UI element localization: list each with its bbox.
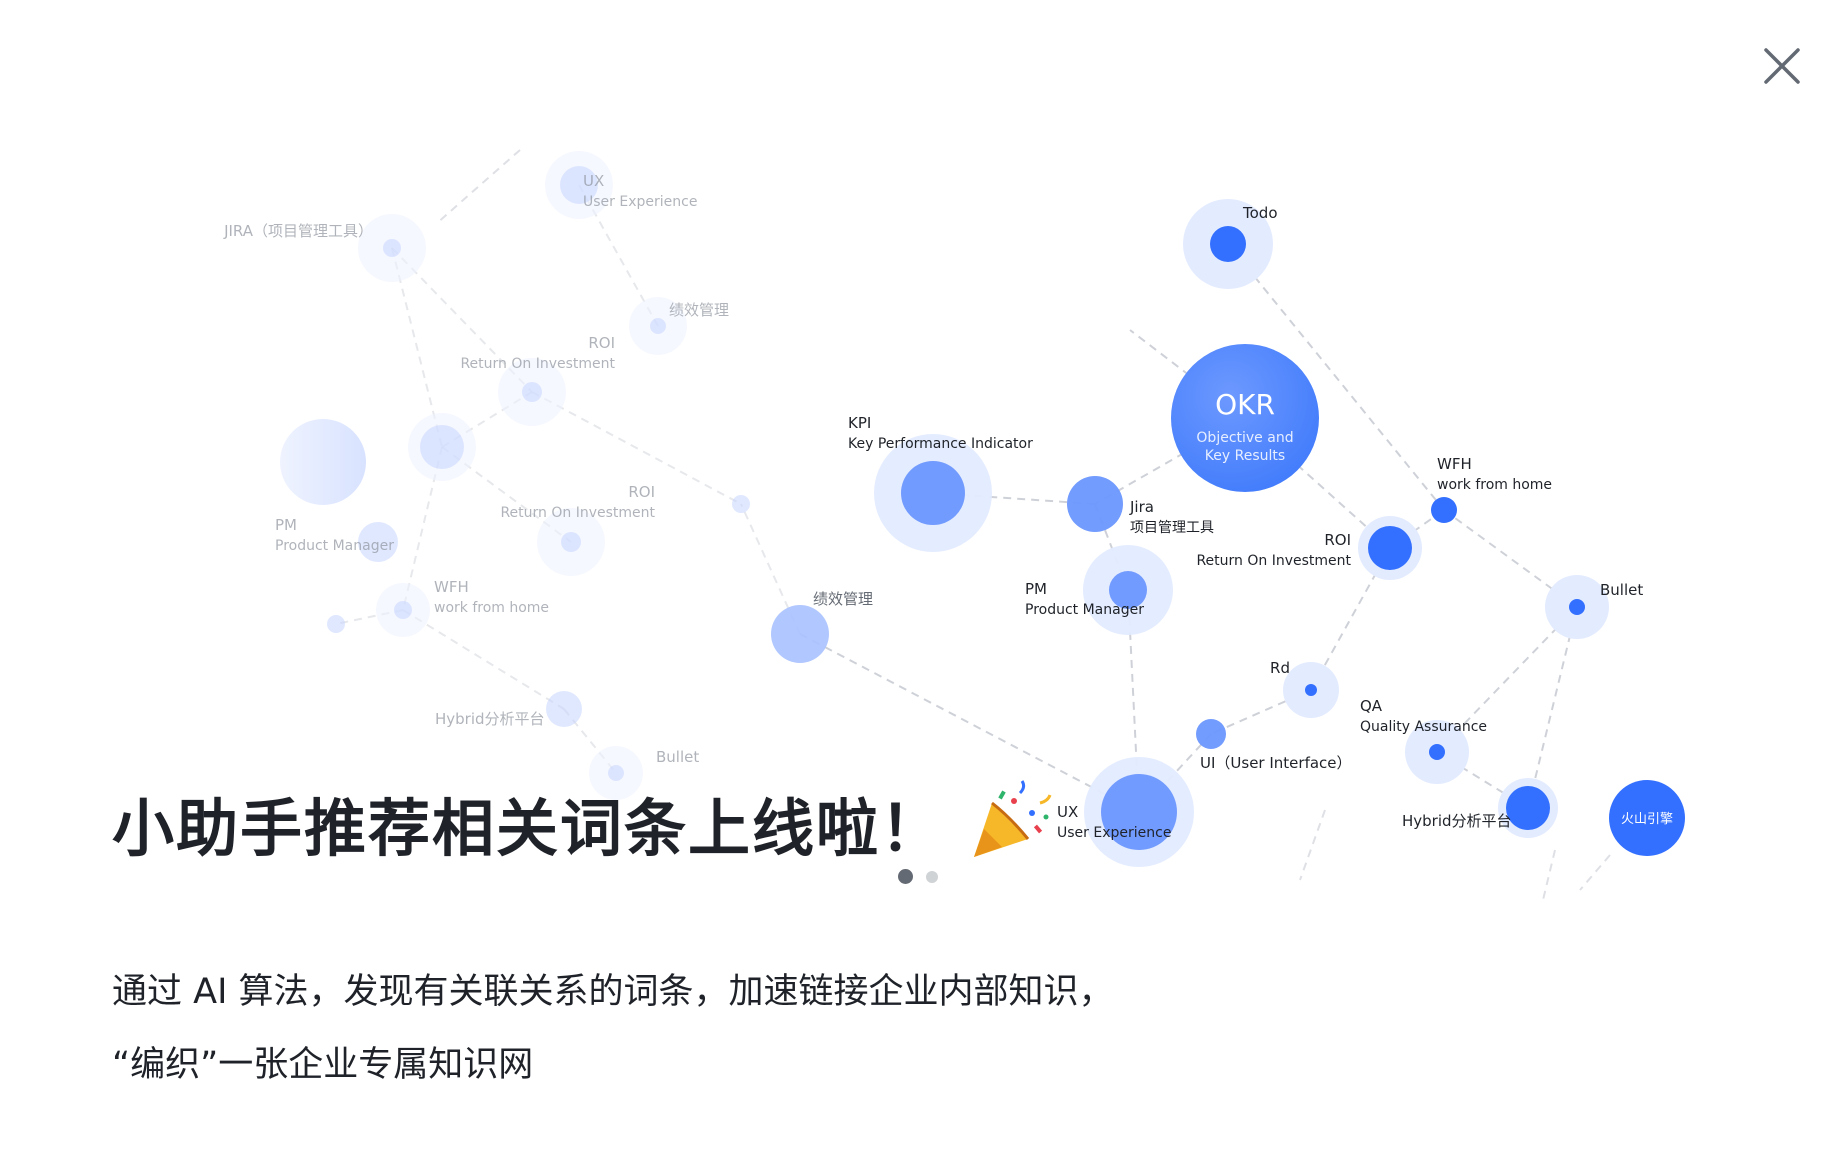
graph-node-roi-top[interactable]	[498, 358, 566, 426]
graph-node-title: WFH	[434, 578, 469, 596]
graph-node-title: WFH	[1437, 455, 1472, 473]
graph-node-roi-mid[interactable]	[537, 508, 605, 576]
graph-node-title: Bullet	[1600, 581, 1643, 599]
graph-edge	[1579, 854, 1611, 891]
graph-node-jixiao-mid[interactable]	[771, 605, 829, 663]
graph-node-decor	[280, 419, 366, 505]
graph-node-title: PM	[1025, 580, 1047, 598]
graph-node-subtitle: Key Performance Indicator	[848, 436, 1033, 452]
graph-node-blank3[interactable]	[732, 495, 750, 513]
graph-node-rd[interactable]	[1283, 662, 1339, 718]
graph-node-pm-faded[interactable]	[358, 522, 398, 562]
graph-node-title: QA	[1360, 697, 1383, 715]
graph-node-title: 火山引擎	[1621, 812, 1673, 827]
graph-node-wfh[interactable]	[1431, 497, 1457, 523]
graph-node-pm[interactable]	[1083, 545, 1173, 635]
graph-node-subtitle: Return On Investment	[500, 505, 655, 521]
headline: 小助手推荐相关词条上线啦！	[112, 792, 945, 865]
graph-node-subtitle: work from home	[434, 600, 549, 616]
graph-node-title: Jira	[1129, 498, 1154, 516]
graph-node-blank2[interactable]	[327, 615, 345, 633]
graph-node-qa[interactable]	[1405, 720, 1469, 784]
graph-edge	[402, 609, 565, 710]
graph-node-title: UX	[1057, 803, 1078, 821]
graph-node-hybrid[interactable]	[1498, 778, 1558, 838]
graph-edge	[1527, 606, 1578, 809]
graph-node-title: UI（User Interface）	[1200, 754, 1352, 772]
close-icon	[1764, 48, 1800, 84]
graph-edge	[1299, 809, 1326, 881]
graph-node-jira-faded[interactable]	[358, 214, 426, 282]
graph-node-todo[interactable]	[1183, 199, 1273, 289]
graph-node-subtitle: Return On Investment	[460, 356, 615, 372]
description: 通过 AI 算法，发现有关联关系的词条，加速链接企业内部知识， “编织”一张企业…	[112, 956, 1114, 1102]
graph-node-subtitle: Key Results	[1205, 448, 1285, 464]
graph-node-subtitle: User Experience	[1057, 825, 1171, 841]
graph-edge	[391, 247, 443, 448]
graph-node-subtitle: Product Manager	[275, 538, 394, 554]
graph-node-hybrid-faded[interactable]	[546, 691, 582, 727]
close-button[interactable]	[1760, 44, 1804, 88]
graph-node-jixiao-top[interactable]	[629, 297, 687, 355]
graph-node-huoshan[interactable]: 火山引擎	[1609, 780, 1685, 856]
graph-node-title: Bullet	[656, 748, 699, 766]
description-line-1: 通过 AI 算法，发现有关联关系的词条，加速链接企业内部知识，	[112, 972, 1114, 1012]
party-popper-icon	[974, 780, 1052, 857]
graph-node-ux-top[interactable]	[545, 151, 613, 219]
graph-node-blank1[interactable]	[408, 413, 476, 481]
description-line-2: “编织”一张企业专属知识网	[112, 1045, 534, 1085]
graph-edge	[740, 503, 801, 635]
graph-node-title: ROI	[588, 334, 615, 352]
graph-edge	[799, 633, 1140, 813]
graph-node-title: 绩效管理	[813, 590, 873, 608]
graph-node-title: ROI	[1324, 531, 1351, 549]
graph-edge	[531, 391, 742, 505]
graph-node-wfh-faded[interactable]	[376, 583, 430, 637]
graph-node-bullet-faded[interactable]	[589, 746, 643, 800]
graph-node-title: Hybrid分析平台	[1402, 812, 1512, 830]
graph-node-subtitle: Quality Assurance	[1360, 719, 1487, 735]
graph-edge	[335, 609, 404, 625]
graph-node-title: Hybrid分析平台	[435, 710, 545, 728]
graph-node-title: KPI	[848, 414, 871, 432]
graph-edge	[435, 149, 521, 225]
graph-node-subtitle: User Experience	[583, 194, 697, 210]
graph-edge	[1542, 849, 1556, 901]
graph-node-title: ROI	[628, 483, 655, 501]
graph-node-bullet[interactable]	[1545, 575, 1609, 639]
pagination-dot-1[interactable]	[898, 869, 913, 884]
graph-node-subtitle: work from home	[1437, 477, 1552, 493]
graph-node-ux-center[interactable]	[1084, 757, 1194, 867]
graph-node-title: 绩效管理	[669, 301, 729, 319]
graph-node-kpi[interactable]	[874, 434, 992, 552]
graph-node-subtitle: Return On Investment	[1196, 553, 1351, 569]
graph-node-roi[interactable]	[1358, 516, 1422, 580]
graph-node-subtitle: 项目管理工具	[1130, 520, 1214, 536]
graph-node-title: Todo	[1242, 204, 1278, 222]
graph-node-subtitle: Objective and	[1196, 430, 1293, 446]
graph-edge	[1436, 606, 1578, 753]
graph-node-title: Rd	[1270, 659, 1290, 677]
graph-node-title: OKR	[1215, 388, 1275, 421]
graph-node-jira[interactable]	[1067, 476, 1123, 532]
graph-node-title: UX	[583, 172, 604, 190]
graph-node-title: PM	[275, 516, 297, 534]
graph-node-title: JIRA（项目管理工具）	[223, 222, 373, 240]
graph-node-ui[interactable]	[1196, 719, 1226, 749]
pagination-dot-2[interactable]	[926, 871, 938, 883]
graph-edge	[1227, 243, 1445, 511]
graph-edge	[1389, 509, 1445, 549]
graph-node-subtitle: Product Manager	[1025, 602, 1144, 618]
